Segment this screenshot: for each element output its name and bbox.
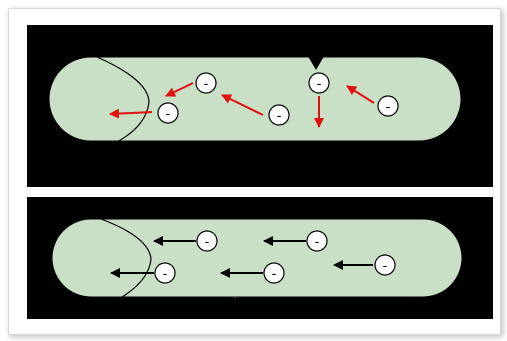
particle-charge-label: - — [315, 235, 320, 250]
particle: - — [308, 72, 330, 94]
particle: - — [263, 262, 285, 284]
bottom-panel: - - - - - — [27, 197, 493, 319]
particle: - — [154, 262, 176, 284]
particle-charge-label: - — [272, 267, 277, 282]
top-boundary-curve — [96, 56, 150, 145]
particle: - — [195, 72, 217, 94]
bottom-boundary-curve — [100, 218, 152, 300]
particle-charge-label: - — [166, 107, 171, 122]
particle-charge-label: - — [205, 235, 210, 250]
particle-charge-label: - — [383, 259, 388, 274]
top-arrow — [109, 108, 153, 119]
particle: - — [374, 254, 396, 276]
particle: - — [377, 95, 399, 117]
top-arrow — [346, 85, 375, 104]
particle: - — [196, 230, 218, 252]
particle: - — [157, 102, 179, 124]
particle: - — [306, 230, 328, 252]
top-arrow — [221, 94, 264, 116]
top-panel: - - - - - — [27, 25, 493, 187]
speck — [234, 296, 236, 298]
particle-charge-label: - — [163, 267, 168, 282]
particle: - — [268, 104, 290, 126]
diagram-canvas: - - - - - — [27, 25, 493, 319]
figure-frame: - - - - - — [8, 8, 501, 335]
particle-charge-label: - — [317, 77, 322, 92]
particle-charge-label: - — [386, 100, 391, 115]
bottom-channel — [51, 218, 463, 298]
top-channel — [48, 56, 462, 142]
particle-charge-label: - — [204, 77, 209, 92]
top-arrow — [165, 82, 194, 97]
particle-charge-label: - — [277, 109, 282, 124]
